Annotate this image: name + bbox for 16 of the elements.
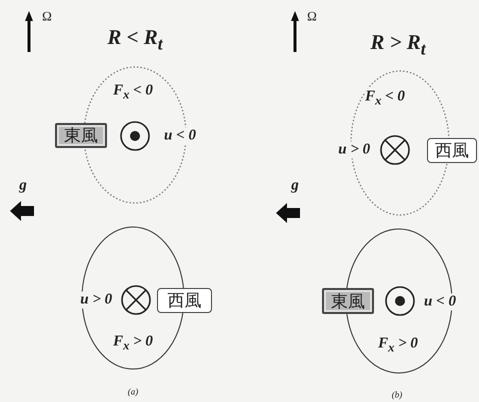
wind-label-box: 西風 (157, 288, 212, 313)
omega-label: Ω (42, 10, 52, 22)
wind-label-box: 東風 (55, 123, 107, 148)
condition-label: u < 0 (164, 128, 196, 144)
wind-label-box: 西風 (427, 138, 477, 163)
condition-title: R > R$_{t}$ (370, 32, 426, 58)
panel-label: (a) (128, 388, 138, 396)
condition-title: R < R$_{t}$ (107, 27, 163, 53)
condition-label: u > 0 (80, 292, 112, 308)
wind-label-box: 東風 (322, 288, 374, 314)
gravity-label: g (291, 178, 299, 194)
condition-label: u > 0 (338, 142, 370, 158)
omega-label: Ω (307, 10, 317, 22)
condition-label: u < 0 (424, 294, 456, 310)
panel-label: (b) (392, 390, 402, 400)
gravity-label: g (19, 178, 27, 194)
